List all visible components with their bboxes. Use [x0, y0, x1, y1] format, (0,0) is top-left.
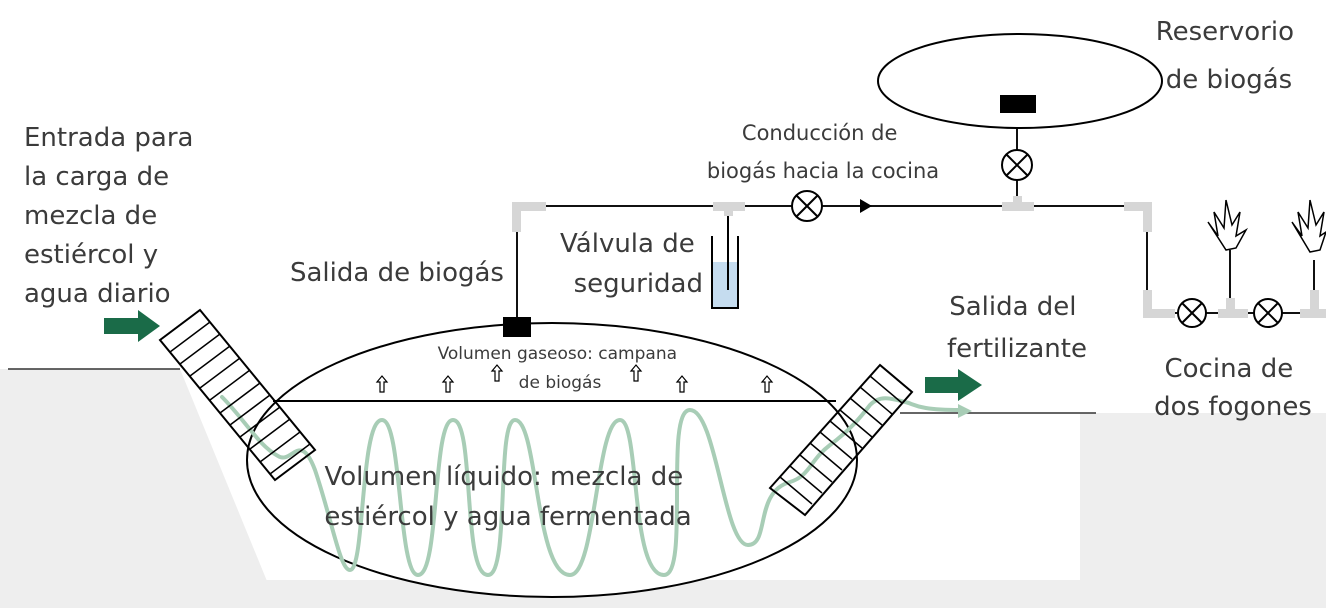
fertilizer-outlet-label: Salida del fertilizante [947, 292, 1087, 364]
fermentation-wave [220, 395, 962, 578]
liquid-volume-label: Volumen líquido: mezcla de estiércol y a… [324, 462, 691, 532]
outlet-pipe [768, 363, 914, 517]
gas-outlet-fitting [503, 317, 531, 337]
gas-outlet-label: Salida de biogás [290, 258, 504, 288]
flame-icon [1207, 199, 1326, 253]
valve-icon [791, 149, 1283, 328]
ground-fill [0, 369, 1080, 608]
pipe-joints [512, 196, 1326, 318]
outlet-arrow-icon [925, 369, 982, 401]
reservoir-label: Reservorio de biogás [1156, 17, 1303, 95]
gas-volume-label: Volumen gaseoso: campana de biogás [438, 344, 683, 393]
inlet-pipe [158, 308, 317, 482]
wave-arrowhead [958, 404, 972, 418]
safety-valve-label: Válvula de seguridad [560, 229, 703, 299]
gas-bubble-arrow-icon [375, 364, 774, 393]
reservoir-fitting [1000, 95, 1036, 113]
safety-valve [711, 216, 739, 309]
flow-direction-arrowhead [860, 199, 872, 213]
inlet-arrow-icon [104, 310, 160, 342]
digester-tank [246, 322, 858, 598]
biogas-reservoir [877, 33, 1163, 129]
inlet-label: Entrada para la carga de mezcla de estié… [24, 123, 202, 309]
stove-label: Cocina de dos fogones [1154, 354, 1312, 422]
conduction-label: Conducción de biogás hacia la cocina [707, 121, 939, 183]
